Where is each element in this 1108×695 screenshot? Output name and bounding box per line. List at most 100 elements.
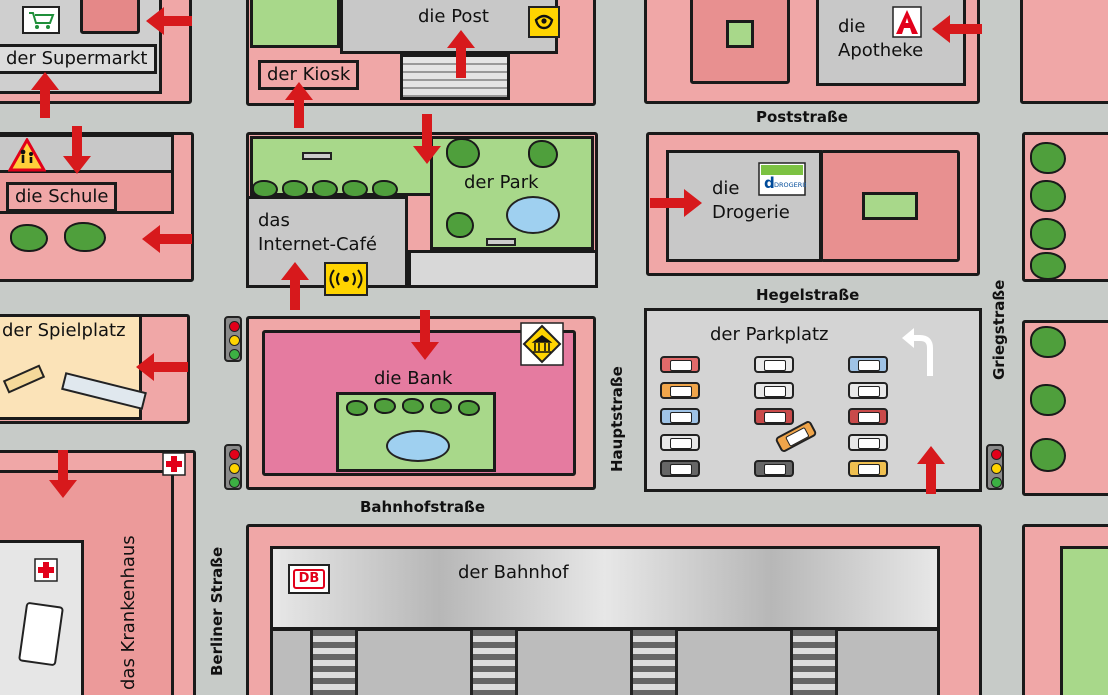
tree [1030, 326, 1066, 358]
apotheke-label-line1: die [838, 16, 866, 37]
entrance-arrow-up [31, 72, 59, 118]
shopping-cart-icon [22, 6, 60, 34]
wifi-icon [324, 262, 368, 296]
tree [1030, 438, 1066, 472]
entrance-arrow-left [136, 353, 188, 381]
apotheke-building[interactable] [816, 0, 966, 86]
turn-arrow-icon [902, 328, 933, 376]
tree [346, 400, 368, 416]
db-logo-text: DB [293, 569, 325, 589]
tree [1030, 142, 1066, 174]
parked-car [848, 408, 888, 425]
park-label: der Park [464, 172, 539, 193]
tree [252, 180, 278, 198]
drogerie-brand-text: DROGERIE [774, 181, 806, 189]
tree [372, 180, 398, 198]
street-poststrasse: Poststraße [756, 108, 848, 126]
post-building[interactable] [340, 0, 558, 54]
parked-car [660, 408, 700, 425]
traffic-light-icon [986, 444, 1004, 490]
tree [1030, 384, 1066, 416]
bank-label: die Bank [374, 368, 453, 389]
drogerie-courtyard [862, 192, 918, 220]
parked-car [754, 408, 794, 425]
tree [374, 398, 396, 414]
post-steps [400, 54, 510, 100]
parked-car [848, 356, 888, 373]
kiosk-label: der Kiosk [258, 60, 360, 90]
kiosk-garden [250, 0, 340, 48]
internetcafe-label-line1: das [258, 210, 290, 231]
bahnhof-building[interactable] [270, 546, 940, 630]
db-logo-icon: DB [288, 564, 330, 594]
tree [282, 180, 308, 198]
apotheke-label-line2: Apotheke [838, 40, 924, 61]
post-label: die Post [418, 6, 489, 27]
tree [312, 180, 338, 198]
supermarkt-label: der Supermarkt [0, 44, 157, 74]
entrance-arrow-down [411, 310, 439, 360]
entrance-arrow-up [281, 262, 309, 310]
entrance-arrow-up [917, 446, 945, 494]
parked-car [848, 382, 888, 399]
rail-track [470, 630, 518, 695]
tree [458, 400, 480, 416]
post-horn-icon [528, 6, 560, 38]
first-aid-icon [34, 558, 58, 582]
parked-car [660, 382, 700, 399]
street-berliner-strasse: Berliner Straße [208, 546, 226, 676]
rail-track [630, 630, 678, 695]
drogerie-logo-icon: d DROGERIE [758, 162, 806, 196]
bahnhof-platform [270, 628, 940, 695]
tree [64, 222, 106, 252]
park-pond [506, 196, 560, 234]
block-far-top-right [1020, 0, 1108, 104]
parked-car [848, 434, 888, 451]
parked-car [754, 356, 794, 373]
drogerie-label-line1: die [712, 178, 740, 199]
svg-text:d: d [764, 174, 775, 192]
street-bahnhofstrasse: Bahnhofstraße [360, 498, 486, 516]
tree [402, 398, 424, 414]
tree [446, 212, 474, 238]
spielplatz-label: der Spielplatz [2, 320, 126, 341]
school-crossing-icon [8, 138, 46, 172]
parkplatz-label: der Parkplatz [710, 324, 829, 345]
tree [446, 138, 480, 168]
rail-track [310, 630, 358, 695]
bank-pond [386, 430, 450, 462]
park-bench [302, 152, 332, 160]
rail-track [790, 630, 838, 695]
krankenhaus-label: das Krankenhaus [118, 535, 139, 690]
internetcafe-label-line2: Internet-Café [258, 234, 377, 255]
bank-icon [520, 322, 564, 366]
entrance-arrow-left [142, 225, 192, 253]
street-hegelstrasse: Hegelstraße [756, 286, 860, 304]
tree [1030, 180, 1066, 212]
parked-car [660, 460, 700, 477]
entrance-arrow-left [932, 15, 982, 43]
park-path [408, 250, 598, 288]
entrance-arrow-down [413, 114, 441, 164]
entrance-arrow-left [146, 7, 192, 35]
street-griegstrasse: Griegstraße [990, 279, 1008, 380]
traffic-light-icon [224, 316, 242, 362]
parked-car [660, 356, 700, 373]
parked-car [754, 460, 794, 477]
entrance-arrow-up [285, 82, 313, 128]
entrance-arrow-down [63, 126, 91, 174]
tree [528, 140, 558, 168]
entrance-arrow-up [447, 30, 475, 78]
tree [10, 224, 48, 252]
first-aid-icon [162, 452, 186, 476]
street-hauptstrasse: Hauptstraße [608, 366, 626, 472]
parked-car [660, 434, 700, 451]
entrance-arrow-right [650, 189, 702, 217]
tree [1030, 252, 1066, 280]
tree [430, 398, 452, 414]
tree [1030, 218, 1066, 250]
park-bench [486, 238, 516, 246]
schule-label: die Schule [6, 182, 118, 212]
park-bottom-right [1060, 546, 1108, 695]
